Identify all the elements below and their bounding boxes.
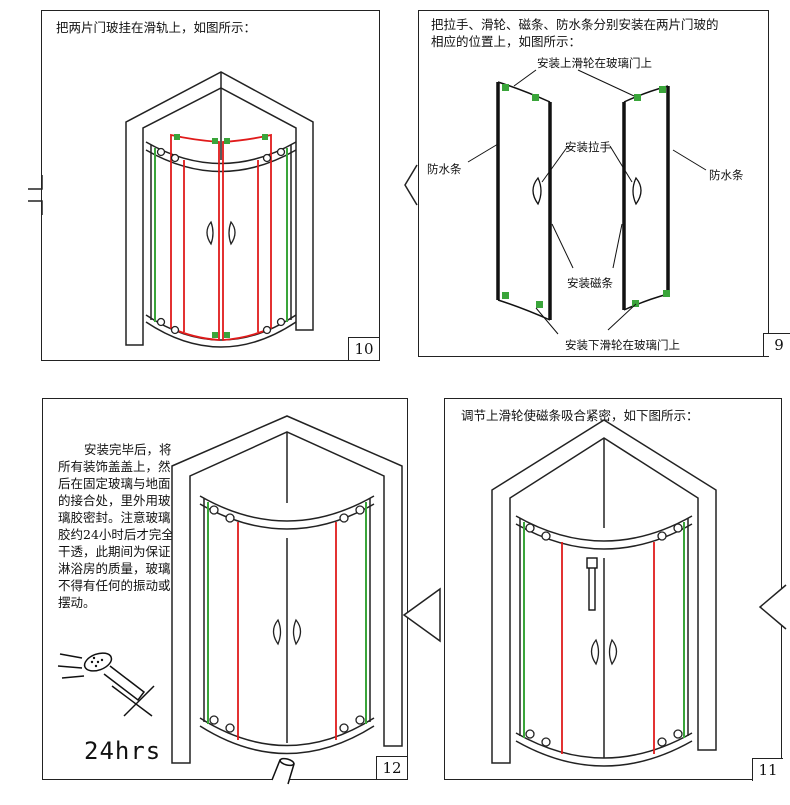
panel-step-10: 把两片门玻挂在滑轨上，如图所示： 10 <box>41 10 380 361</box>
step-9-instruction-line2: 相应的位置上，如图所示： <box>431 34 582 49</box>
no-shower-icon <box>57 652 155 717</box>
flow-arrow-11-to-12 <box>402 587 441 643</box>
label-bottom-roller: 安装下滑轮在玻璃门上 <box>565 338 680 352</box>
step-12-line-9: 不得有任何的振动或 <box>58 578 171 593</box>
step-9-instruction-line1: 把拉手、滑轮、磁条、防水条分别安装在两片门玻的 <box>431 17 719 32</box>
label-waterproof-right: 防水条 <box>709 168 744 182</box>
cure-time-label: 24hrs <box>84 737 162 765</box>
door-parts-diagram-9 <box>467 69 707 335</box>
step-12-line-6: 胶约24小时后才完全 <box>58 527 174 542</box>
label-magnet: 安装磁条 <box>567 276 613 290</box>
step-10-instruction: 把两片门玻挂在滑轨上，如图所示： <box>56 20 257 35</box>
step-9-number: 9 <box>763 333 790 356</box>
shower-diagram-10 <box>125 71 314 348</box>
connector-notch-10 <box>28 175 43 215</box>
label-top-roller: 安装上滑轮在玻璃门上 <box>537 56 652 70</box>
label-handle: 安装拉手 <box>565 140 611 154</box>
step-12-line-1: 安装完毕后，将 <box>84 442 172 457</box>
step-12-line-4: 的接合处，里外用玻 <box>58 493 171 508</box>
step-12-line-3: 后在固定玻璃与地面 <box>58 476 171 491</box>
connector-notch-11-right <box>758 584 787 630</box>
panel-step-9: 把拉手、滑轮、磁条、防水条分别安装在两片门玻的 相应的位置上，如图所示： 安装上… <box>418 10 769 357</box>
panel-step-12: 12 <box>42 398 408 780</box>
step-12-line-5: 璃胶密封。注意玻璃 <box>58 510 171 525</box>
label-waterproof-left: 防水条 <box>427 162 462 176</box>
shower-diagram-12 <box>171 415 403 785</box>
step-12-line-10: 摆动。 <box>58 595 96 610</box>
step-12-line-7: 干透，此期间为保证 <box>58 544 171 559</box>
step-12-line-2: 所有装饰盖盖上，然 <box>58 459 171 474</box>
connector-notch-9-left <box>404 164 418 206</box>
step-12-line-8: 淋浴房的质量，玻璃 <box>58 561 171 576</box>
step-10-number: 10 <box>348 337 379 360</box>
shower-diagram-11 <box>491 419 717 767</box>
step-11-instruction: 调节上滑轮使磁条吸合紧密，如下图所示： <box>461 408 699 423</box>
step-11-number: 11 <box>752 758 783 781</box>
step-12-number: 12 <box>376 756 407 779</box>
